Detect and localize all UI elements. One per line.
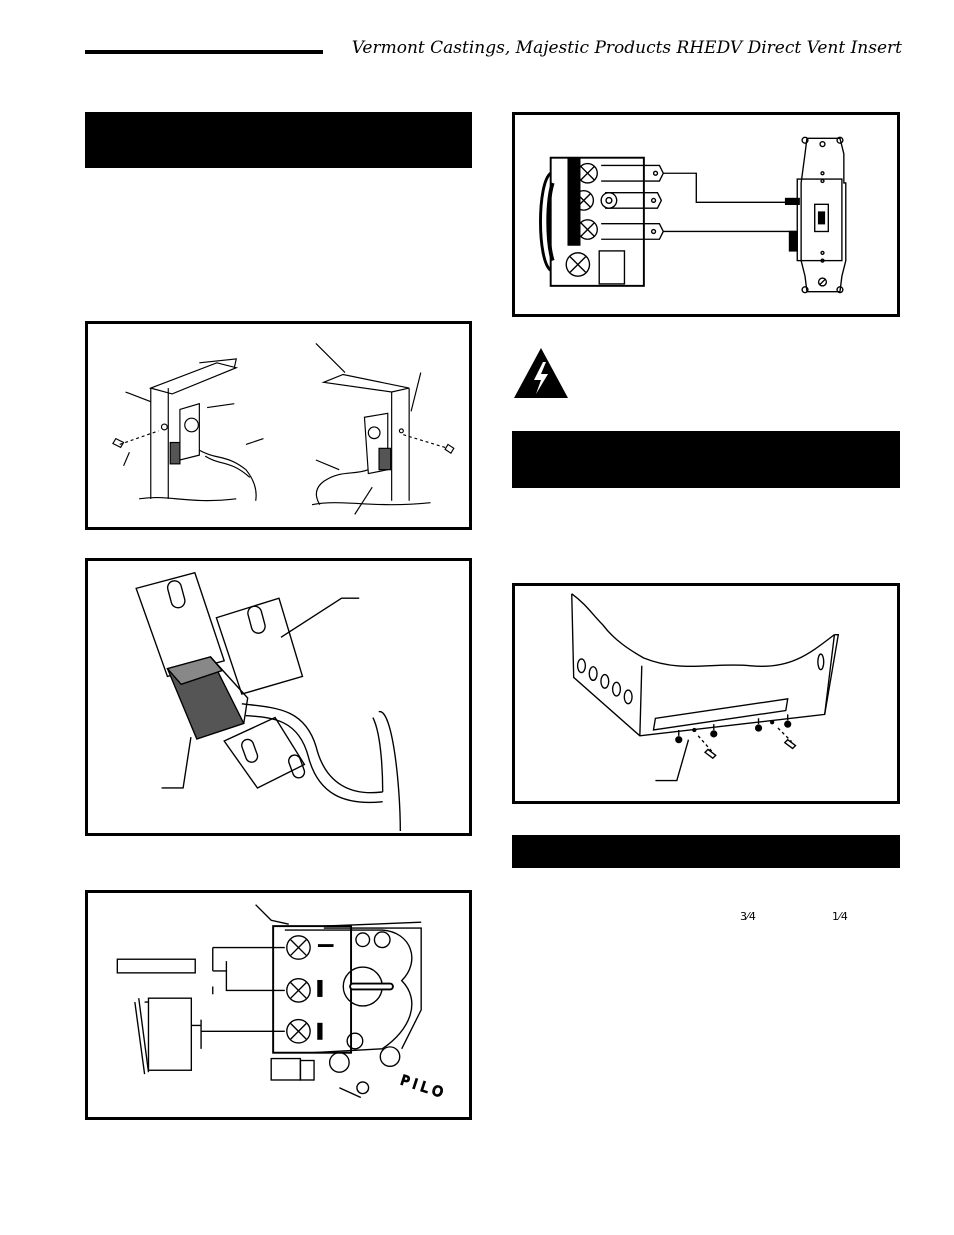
switch-cover-diagram [135, 571, 401, 832]
header-rule [85, 50, 323, 54]
svg-text:P I L O: P I L O [399, 1072, 445, 1101]
fraction-three-quarters: 3⁄4 [740, 910, 756, 923]
section-heading-bar-left [85, 112, 472, 168]
electrical-hazard-warning-icon [512, 346, 570, 400]
junction-box-diagram [112, 343, 455, 515]
section-heading-bar-right [512, 431, 900, 488]
figure-wall-switch-wiring [512, 112, 900, 317]
wall-switch-diagram [539, 136, 847, 294]
gas-valve-diagram: P I L O [116, 904, 446, 1102]
figure-firebox-bracket [512, 583, 900, 804]
firebox-bracket-diagram [571, 593, 840, 782]
figure-switch-and-cover-plate [85, 558, 472, 836]
figure-gas-valve-wiring: P I L O [85, 890, 472, 1120]
page-header-title: Vermont Castings, Majestic Products RHED… [351, 38, 902, 58]
fraction-one-quarter: 1⁄4 [832, 910, 848, 923]
section-heading-bar-right-lower [512, 835, 900, 868]
figure-junction-box-mounting [85, 321, 472, 530]
